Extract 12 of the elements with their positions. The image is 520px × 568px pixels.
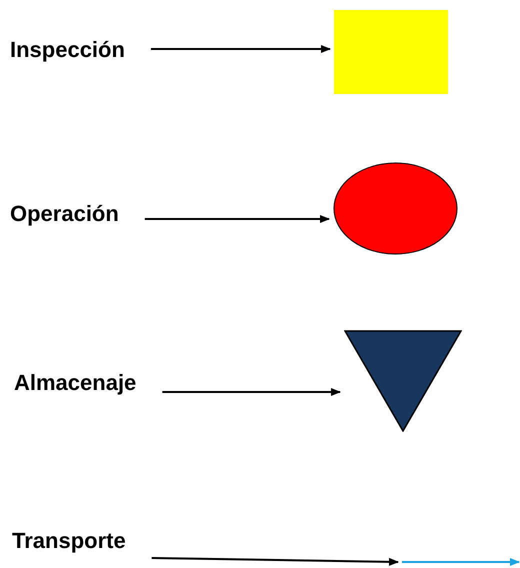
- arrow: [144, 215, 330, 223]
- symbol-label: Transporte: [12, 528, 126, 554]
- transport-arrow-symbol: [402, 555, 520, 568]
- operation-ellipse: [333, 162, 458, 255]
- storage-triangle: [344, 330, 462, 432]
- arrow: [162, 388, 341, 396]
- symbol-label: Operación: [10, 201, 119, 227]
- arrow: [150, 45, 331, 53]
- arrow: [152, 557, 399, 566]
- inspection-square: [334, 10, 448, 94]
- symbol-label: Inspección: [10, 37, 125, 63]
- symbol-label: Almacenaje: [14, 370, 136, 396]
